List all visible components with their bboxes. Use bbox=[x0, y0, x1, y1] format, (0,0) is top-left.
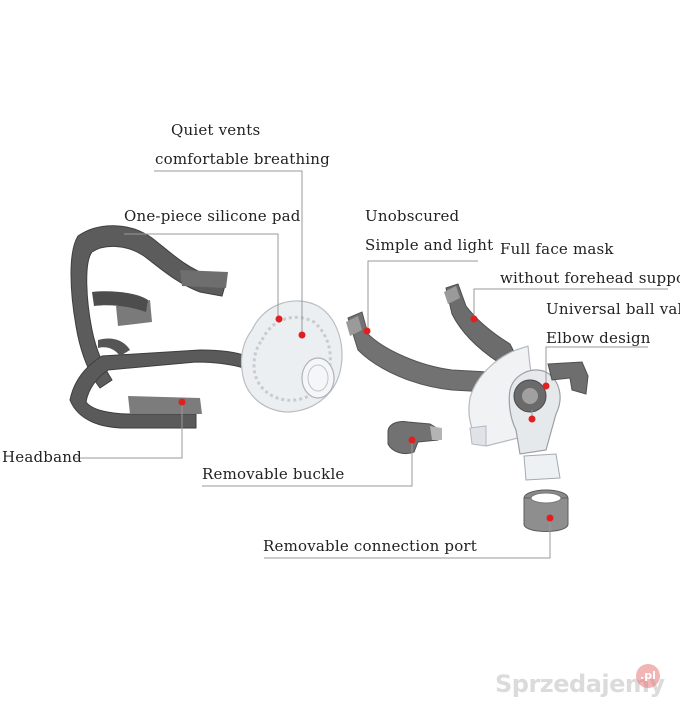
connection-port-illustration bbox=[523, 489, 569, 532]
dot-connection bbox=[546, 514, 554, 522]
leader-silicone-pad bbox=[124, 233, 279, 318]
label-connection-port: Removable connection port bbox=[263, 537, 478, 555]
label-quiet-vents: Quiet vents bbox=[171, 121, 261, 139]
dot-buckle bbox=[408, 436, 416, 444]
leader-headband bbox=[74, 402, 183, 459]
label-elbow-design: Elbow design bbox=[546, 329, 651, 347]
label-buckle: Removable buckle bbox=[202, 465, 345, 483]
dot-quiet-vents bbox=[298, 331, 306, 339]
dot-full-face bbox=[470, 315, 478, 323]
leader-connection bbox=[264, 520, 551, 559]
label-ball-valve: Universal ball valve bbox=[546, 300, 680, 318]
leader-elbow bbox=[545, 346, 648, 386]
silicone-pad-illustration bbox=[240, 300, 343, 413]
leader-full-face bbox=[473, 288, 668, 318]
leader-buckle bbox=[202, 440, 413, 487]
buckle-illustration bbox=[387, 421, 442, 455]
watermark-badge: .pl bbox=[636, 664, 660, 688]
label-comfortable-breathing: comfortable breathing bbox=[155, 150, 330, 168]
leader-quiet-vents bbox=[154, 170, 303, 332]
dot-elbow bbox=[542, 382, 550, 390]
dot-unobscured bbox=[363, 327, 371, 335]
dot-ball-valve bbox=[528, 415, 536, 423]
label-full-face-mask: Full face mask bbox=[500, 240, 614, 258]
dot-silicone-pad bbox=[275, 315, 283, 323]
label-simple-light: Simple and light bbox=[365, 236, 494, 254]
headband-illustration bbox=[69, 225, 247, 429]
label-silicone-pad: One-piece silicone pad bbox=[124, 207, 301, 225]
dot-headband bbox=[178, 398, 186, 406]
label-without-forehead: without forehead support bbox=[500, 269, 680, 287]
leader-lines bbox=[74, 170, 668, 559]
mask-frame-illustration bbox=[444, 283, 589, 481]
label-unobscured: Unobscured bbox=[365, 207, 460, 225]
label-headband: Headband bbox=[2, 448, 82, 466]
leader-unobscured bbox=[367, 260, 478, 330]
marker-dots bbox=[178, 315, 554, 522]
